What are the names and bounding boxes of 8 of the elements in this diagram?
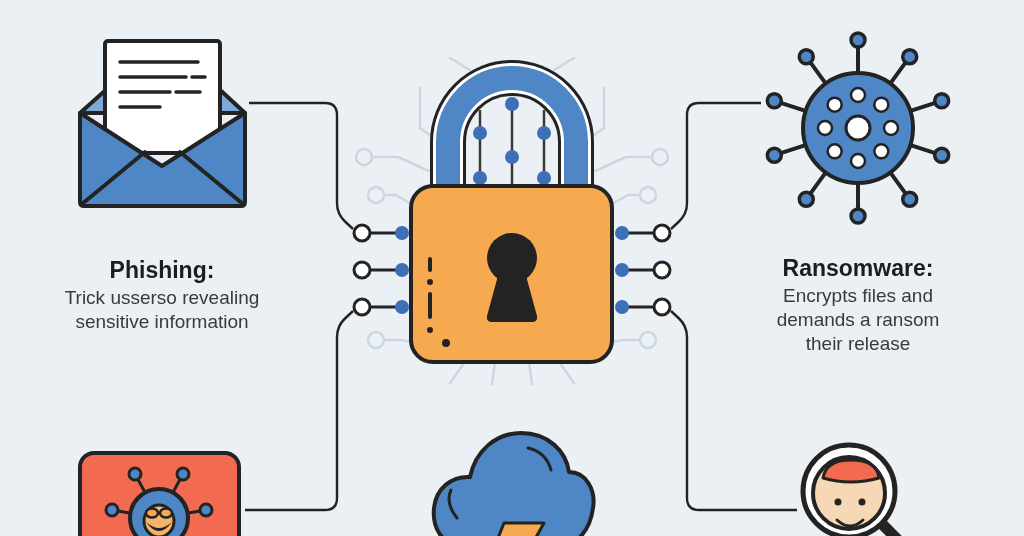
connector-line bbox=[670, 101, 761, 230]
caption-heading: Phishing: bbox=[109, 256, 215, 284]
caption-heading: Ransomware: bbox=[782, 254, 934, 282]
connector-line bbox=[670, 310, 797, 512]
connector-line bbox=[249, 101, 354, 230]
caption-text: Trick usserso revealing sensitive information bbox=[63, 286, 261, 334]
connector-line bbox=[245, 310, 354, 512]
caption-text: Encrypts files and demands a ransom their release bbox=[775, 284, 941, 356]
